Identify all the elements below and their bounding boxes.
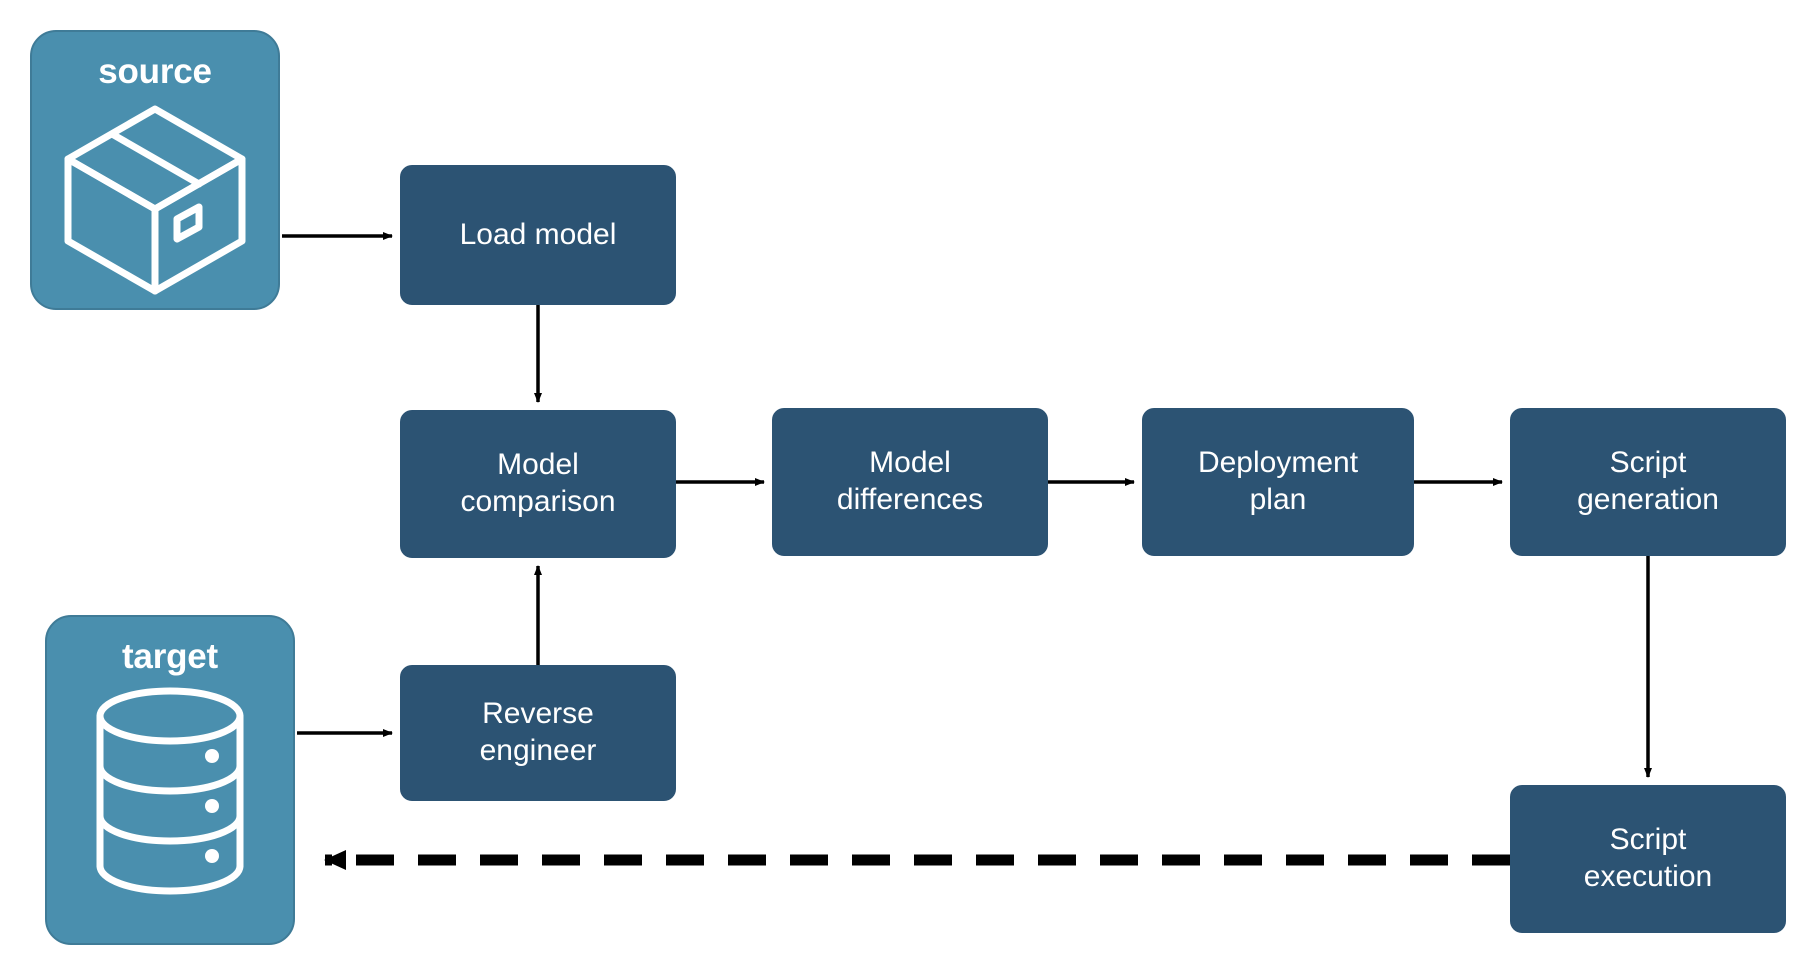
node-script-generation-label: Script generation xyxy=(1577,446,1719,516)
node-deployment-plan[interactable]: Deployment plan xyxy=(1142,408,1414,556)
node-reverse-engineer[interactable]: Reverse engineer xyxy=(400,665,676,801)
node-model-differences[interactable]: Model differences xyxy=(772,408,1048,556)
package-box-icon xyxy=(64,105,246,295)
node-model-comparison-label: Model comparison xyxy=(460,448,616,518)
node-script-execution[interactable]: Script execution xyxy=(1510,785,1786,933)
database-cylinder-icon xyxy=(96,687,244,895)
node-script-execution-label: Script execution xyxy=(1583,823,1713,893)
node-deployment-plan-label: Deployment plan xyxy=(1197,446,1359,516)
node-load-model[interactable]: Load model xyxy=(400,165,676,305)
node-reverse-engineer-label: Reverse engineer xyxy=(479,697,597,767)
node-script-generation[interactable]: Script generation xyxy=(1510,408,1786,556)
node-model-differences-label: Model differences xyxy=(836,446,984,516)
endpoint-source[interactable]: source xyxy=(30,30,280,310)
endpoint-target-label: target xyxy=(121,637,219,676)
node-model-comparison[interactable]: Model comparison xyxy=(400,410,676,558)
node-load-model-label: Load model xyxy=(459,217,617,251)
endpoint-target[interactable]: target xyxy=(45,615,295,945)
endpoint-source-label: source xyxy=(98,52,212,91)
